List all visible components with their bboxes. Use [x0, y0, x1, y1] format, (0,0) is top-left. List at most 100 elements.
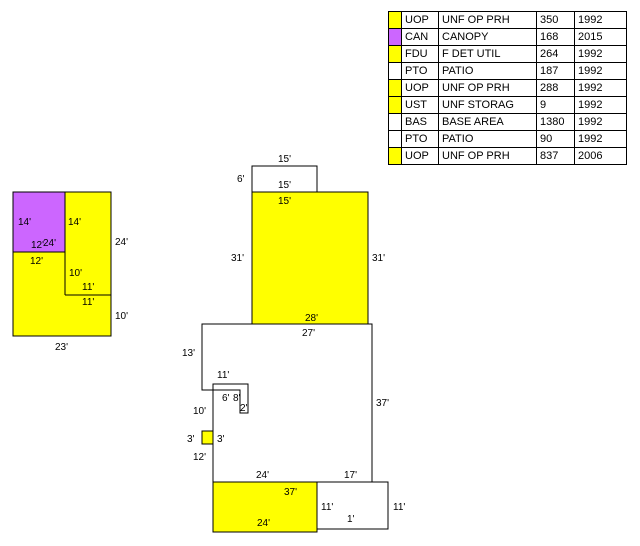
- dim-label: 15': [278, 154, 291, 165]
- legend-description: UNF OP PRH: [438, 79, 537, 97]
- color-swatch: [388, 79, 402, 97]
- legend-year: 1992: [574, 130, 627, 148]
- dim-label: 37': [376, 398, 389, 409]
- dim-label: 10': [193, 406, 206, 417]
- dim-label: 24': [115, 237, 128, 248]
- porch-lower: [212, 481, 318, 533]
- legend-year: 2015: [574, 28, 627, 46]
- dim-label: 11': [393, 502, 405, 513]
- color-swatch: [388, 96, 402, 114]
- legend-area: 9: [536, 96, 575, 114]
- dim-label: 12': [30, 256, 43, 267]
- legend-description: F DET UTIL: [438, 45, 537, 63]
- dim-label: 11': [82, 282, 94, 293]
- legend-code: UOP: [401, 79, 439, 97]
- porch-upper: [251, 191, 369, 325]
- color-swatch: [388, 11, 402, 29]
- legend-year: 1992: [574, 11, 627, 29]
- dim-label: 23': [55, 342, 68, 353]
- dim-label: 12': [193, 452, 206, 463]
- color-swatch: [388, 147, 402, 165]
- base-area: [201, 323, 373, 483]
- dim-label: 11': [321, 502, 333, 513]
- legend-year: 2006: [574, 147, 627, 165]
- dim-label: 24': [43, 238, 56, 249]
- legend-area: 1380: [536, 113, 575, 131]
- patio-lower: [316, 481, 389, 530]
- patio-top: [251, 165, 318, 193]
- dim-label: 3': [187, 434, 195, 445]
- legend-description: CANOPY: [438, 28, 537, 46]
- dim-label: 15': [278, 196, 291, 207]
- dim-label: 1': [347, 514, 355, 525]
- canopy: [12, 191, 66, 253]
- legend-area: 288: [536, 79, 575, 97]
- dim-label: 2': [240, 403, 248, 414]
- dim-label: 24': [257, 518, 270, 529]
- color-swatch: [388, 28, 402, 46]
- legend-description: UNF STORAG: [438, 96, 537, 114]
- legend-code: UOP: [401, 11, 439, 29]
- legend-area: 168: [536, 28, 575, 46]
- dim-label: 6': [237, 174, 245, 185]
- dim-label: 27': [302, 328, 315, 339]
- color-swatch: [388, 113, 402, 131]
- dim-label: 31': [372, 253, 385, 264]
- dim-label: 3': [217, 434, 225, 445]
- legend-description: PATIO: [438, 62, 537, 80]
- dim-label: 11': [217, 370, 229, 381]
- legend-area: 837: [536, 147, 575, 165]
- dim-label: 14': [18, 217, 31, 228]
- legend-code: UST: [401, 96, 439, 114]
- legend-description: BASE AREA: [438, 113, 537, 131]
- dim-label: 14': [68, 217, 81, 228]
- legend-area: 264: [536, 45, 575, 63]
- color-swatch: [388, 62, 402, 80]
- legend-year: 1992: [574, 113, 627, 131]
- dim-label: 12': [31, 240, 44, 251]
- legend-year: 1992: [574, 45, 627, 63]
- legend-year: 1992: [574, 96, 627, 114]
- dim-label: 31': [231, 253, 244, 264]
- dim-label: 6': [222, 393, 230, 404]
- legend-description: UNF OP PRH: [438, 147, 537, 165]
- dim-label: 28': [305, 313, 318, 324]
- dim-label: 37': [284, 487, 297, 498]
- dim-label: 10': [115, 311, 128, 322]
- legend-code: FDU: [401, 45, 439, 63]
- legend-area: 187: [536, 62, 575, 80]
- legend-code: CAN: [401, 28, 439, 46]
- legend-year: 1992: [574, 62, 627, 80]
- dim-label: 17': [344, 470, 357, 481]
- dim-label: 24': [256, 470, 269, 481]
- dim-label: 11': [82, 297, 94, 308]
- legend-description: UNF OP PRH: [438, 11, 537, 29]
- legend-description: PATIO: [438, 130, 537, 148]
- color-swatch: [388, 45, 402, 63]
- storage-small: [201, 430, 214, 445]
- dim-label: 15': [278, 180, 291, 191]
- legend-code: PTO: [401, 62, 439, 80]
- legend-code: BAS: [401, 113, 439, 131]
- dim-label: 10': [69, 268, 82, 279]
- dim-label: 8': [233, 393, 241, 404]
- legend-code: UOP: [401, 147, 439, 165]
- legend-year: 1992: [574, 79, 627, 97]
- legend-area: 90: [536, 130, 575, 148]
- legend-code: PTO: [401, 130, 439, 148]
- color-swatch: [388, 130, 402, 148]
- dim-label: 13': [182, 348, 195, 359]
- legend-area: 350: [536, 11, 575, 29]
